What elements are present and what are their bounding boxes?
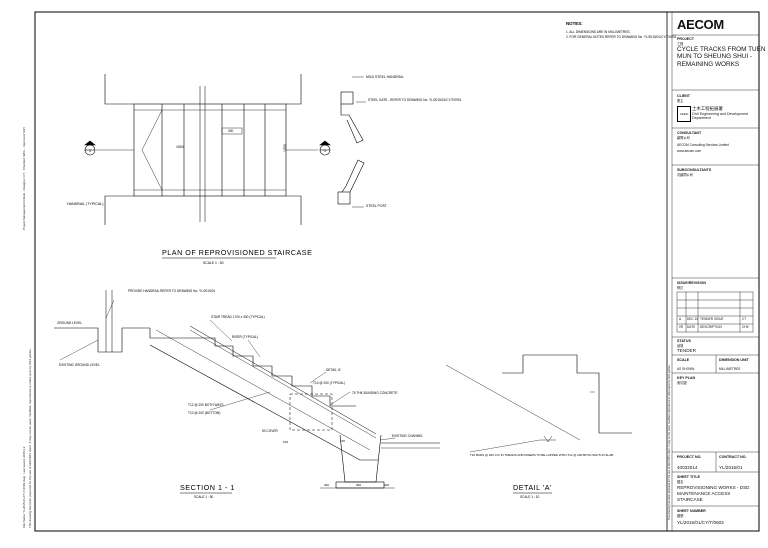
rebar-label-3: T10 @ 200 (BOTTOM)	[188, 411, 220, 415]
dimension-value: MILLIMETRES	[719, 367, 741, 371]
sidebar-top-text: Project Management Initials · Designer: …	[22, 126, 26, 230]
sidebar-disclaimer: This drawing has been prepared for the u…	[28, 348, 32, 528]
consultant-web: www.aecom.com	[677, 149, 702, 153]
revision-row-rev: A	[679, 317, 682, 321]
notes-heading: NOTES:	[566, 21, 583, 26]
section-dim-3: 200	[384, 483, 389, 487]
status-value: TENDER	[677, 348, 696, 353]
cover-label: 50 COVER	[262, 429, 278, 433]
existing-ground-label: EXISTING GROUND LEVEL	[59, 363, 100, 367]
status-label: STATUS	[677, 339, 691, 343]
handrail-detail	[337, 76, 366, 208]
sheet-title-label: SHEET TITLE	[677, 475, 700, 479]
existing-channel-label: EXISTING CHANNEL	[392, 434, 423, 438]
subconsultants-label: SUBCONSULTANTS	[677, 168, 712, 172]
scale-label: SCALE	[677, 358, 690, 362]
client-label-cn: 業主	[677, 99, 684, 103]
section-scale: SCALE 1 : 50	[194, 495, 214, 499]
note-item-2: 2. FOR GENERAL NOTES REFER TO DRAWING No…	[566, 35, 677, 39]
aecom-logo: AECOM	[677, 17, 724, 32]
keyplan-label-cn: 索引圖	[677, 381, 687, 385]
sheet-number-value: YL/2015/01/CY/T/0603	[677, 520, 724, 525]
section-view	[54, 290, 440, 489]
sheet-title-value: REPROVISIONING WORKS - DSD MAINTENANCE A…	[677, 485, 750, 502]
client-name-en: Civil Engineering and Development Depart…	[692, 112, 749, 120]
subconsultants-label-cn: 次顧問公司	[677, 173, 693, 177]
consultant-label-cn: 顧問公司	[677, 136, 690, 140]
sheet-border	[34, 11, 760, 532]
status-label-cn: 狀態	[677, 344, 684, 348]
section-marker-right: 1	[324, 148, 327, 153]
client-name-cn: 土木工程拓展署	[692, 106, 723, 111]
plan-scale: SCALE 1 : 50	[203, 261, 224, 265]
section-title: SECTION 1 - 1	[180, 483, 235, 492]
revision-header-date: DATE	[687, 325, 696, 329]
project-title: CYCLE TRACKS FROM TUEN MUN TO SHEUNG SHU…	[677, 46, 766, 68]
plan-dim-right: 1500	[283, 144, 287, 152]
revision-row-desc: TENDER ISSUE	[700, 317, 724, 321]
rebar-label-1: T10 @ 200 (TYPICAL)	[313, 381, 345, 385]
section-dim-2: 300	[356, 483, 361, 487]
title-block-disclaimer: This drawing has been prepared for the u…	[668, 364, 671, 520]
title-block-lines	[672, 34, 759, 507]
revision-header-desc: DESCRIPTION	[700, 325, 722, 329]
handrail-detail-label: MILD STEEL HANDRAIL	[366, 75, 404, 79]
note-item-1: 1. ALL DIMENSIONS ARE IN MILLIMETRES.	[566, 30, 630, 34]
project-label: PROJECT	[677, 37, 694, 41]
contract-no-value: YL/2015/01	[719, 465, 743, 470]
revision-header-rev: I/R	[679, 325, 684, 329]
scale-value: AS SHOWN	[677, 367, 695, 371]
consultant-name: AECOM Consulting Services Limited	[677, 143, 729, 147]
revision-header-by: CHK	[742, 325, 749, 329]
sidebar-bottom-text: File Name: YL2015-01-CY-T-0603.dwg · Las…	[22, 446, 26, 528]
detail-a-callout: DETAIL 'A'	[326, 368, 341, 372]
keyplan-label: KEY PLAN	[677, 376, 696, 380]
issue-label-cn: 修訂	[677, 286, 684, 290]
section-dim-4: 100	[283, 440, 288, 444]
project-label-cn: 工程	[677, 42, 684, 46]
plan-dim-left: 1500	[176, 145, 184, 149]
project-no-value: 40032014	[677, 465, 698, 470]
rebar-label-2: T12 @ 200 BOTH WAYS	[188, 403, 223, 407]
riser-label: RISER (TYPICAL)	[232, 335, 258, 339]
detail-scale: SCALE 1 : 10	[520, 495, 540, 499]
section-handrail-note: PROVIDE HANDRAIL REFER TO DRAWING No. YL…	[128, 289, 215, 293]
ground-level-label: GROUND LEVEL	[57, 321, 82, 325]
detail-title: DETAIL 'A'	[513, 483, 552, 492]
contract-no-label: CONTRACT NO.	[719, 455, 747, 459]
client-label: CLIENT	[677, 94, 690, 98]
section-dim-1: 400	[324, 483, 329, 487]
cedd-logo-icon: CEDD	[677, 106, 691, 122]
sheet-title-label-cn: 圖名	[677, 480, 684, 484]
plan-dim-mid: 300	[228, 129, 234, 133]
plan-view	[84, 74, 331, 225]
consultant-label: CONSULTANT	[677, 131, 702, 135]
plan-title: PLAN OF REPROVISIONED STAIRCASE	[162, 248, 312, 257]
sheet-number-label: SHEET NUMBER	[677, 509, 706, 513]
sheet-number-label-cn: 圖號	[677, 514, 684, 518]
project-no-label: PROJECT NO.	[677, 455, 702, 459]
dimension-label: DIMENSION UNIT	[719, 358, 749, 362]
section-dim-5: 150	[340, 439, 345, 443]
gate-detail-label: STEEL GATE - REFER TO DRAWING No. YL/201…	[368, 98, 462, 102]
revision-row-by: CT	[742, 317, 747, 321]
detail-note: T10 BARS @ 200 C/C IN TREADS AND RISERS …	[470, 453, 614, 457]
blinding-label: 75 THK BLINDING CONCRETE	[352, 391, 397, 395]
detail-a-view	[445, 354, 632, 453]
revision-row-date: DEC 15	[687, 317, 699, 321]
plan-handrail-label: HANDRAIL (TYPICAL)	[67, 202, 103, 206]
issue-label: ISSUE/REVISION	[677, 281, 706, 285]
section-marker-left: 1	[89, 148, 92, 153]
post-label: STEEL POST	[366, 204, 387, 208]
stair-tread-label: STAIR TREAD 1700 x 300 (TYPICAL)	[211, 315, 265, 319]
